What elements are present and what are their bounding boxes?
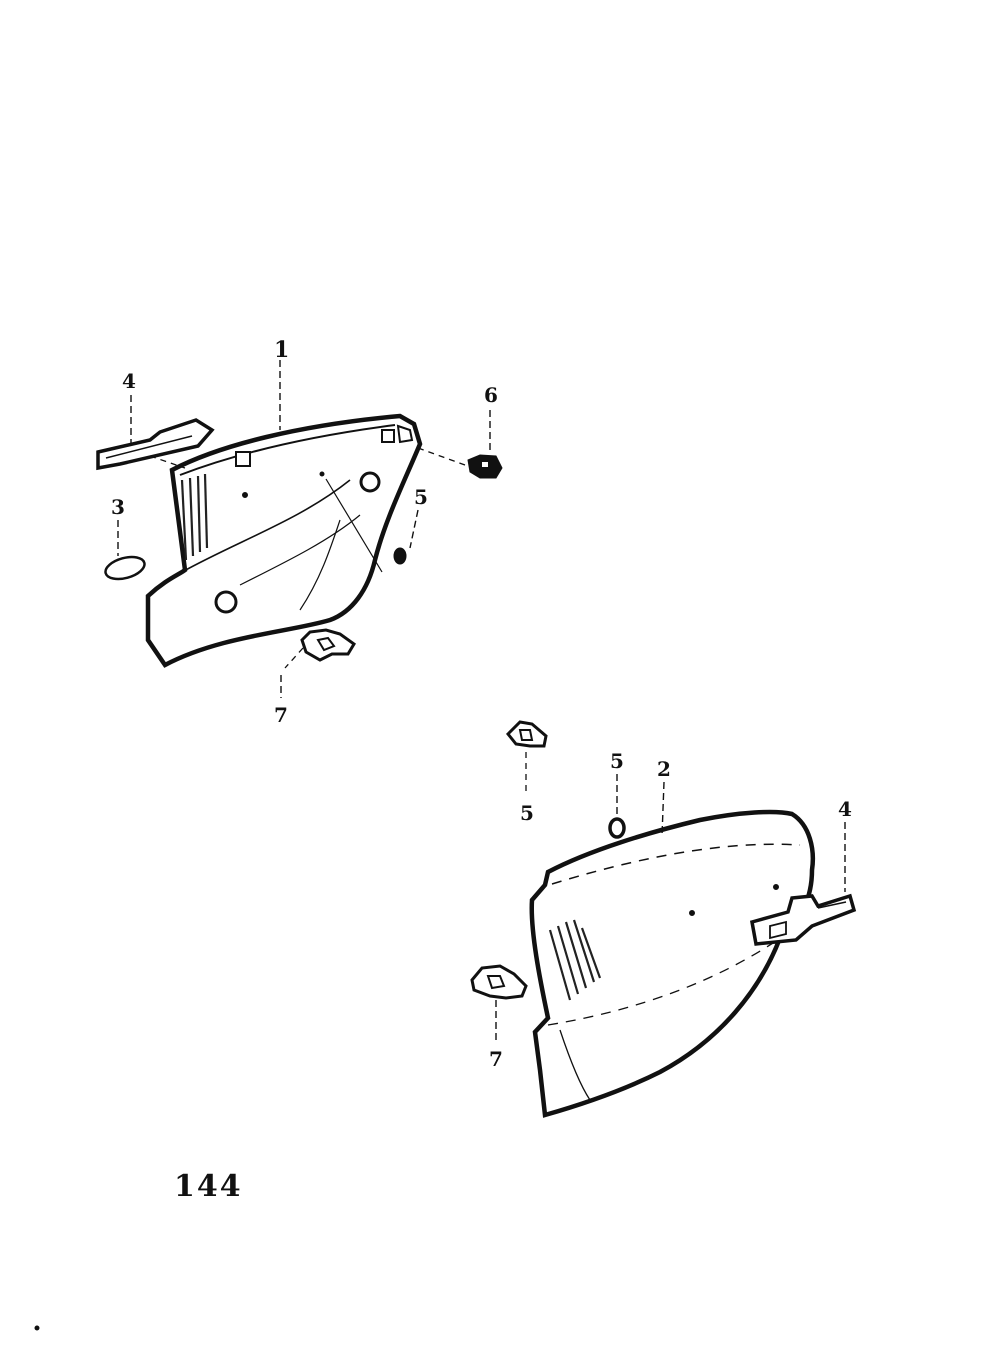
callout-left-clip-top: 6 [484,383,498,407]
left-nut [393,547,407,565]
right-leader-lines [495,774,846,1042]
scan-speck [34,1325,40,1331]
left-bottom-clip [300,628,356,662]
left-grommet [104,555,146,581]
callout-right-clip-bottom: 7 [489,1047,503,1071]
callout-left-panel: 1 [274,337,289,363]
right-nut [608,817,626,839]
left-mounting-bracket [96,418,215,471]
right-bottom-clip [470,964,528,1000]
right-panel-shading [548,919,602,1001]
callout-right-nut: 5 [610,749,624,773]
left-side-panel [145,413,423,668]
right-top-clip [505,720,548,748]
right-assembly: 2 5 5 4 7 [470,720,857,1118]
left-panel-shading [180,473,209,561]
page-number: 144 [174,1169,243,1204]
callout-right-panel: 2 [657,757,671,781]
callout-right-bracket: 4 [838,797,852,821]
right-side-panel [529,809,816,1118]
left-leader-lines [117,360,491,698]
left-assembly: 1 4 3 6 5 7 [96,337,503,727]
callout-right-clip-top: 5 [520,801,534,825]
callout-left-nut: 5 [414,485,428,509]
callout-left-bracket: 4 [122,369,136,393]
callout-left-grommet: 3 [111,495,125,519]
right-mounting-bracket [749,893,857,946]
callout-left-clip-bottom: 7 [274,703,288,727]
left-top-clip [467,454,503,479]
